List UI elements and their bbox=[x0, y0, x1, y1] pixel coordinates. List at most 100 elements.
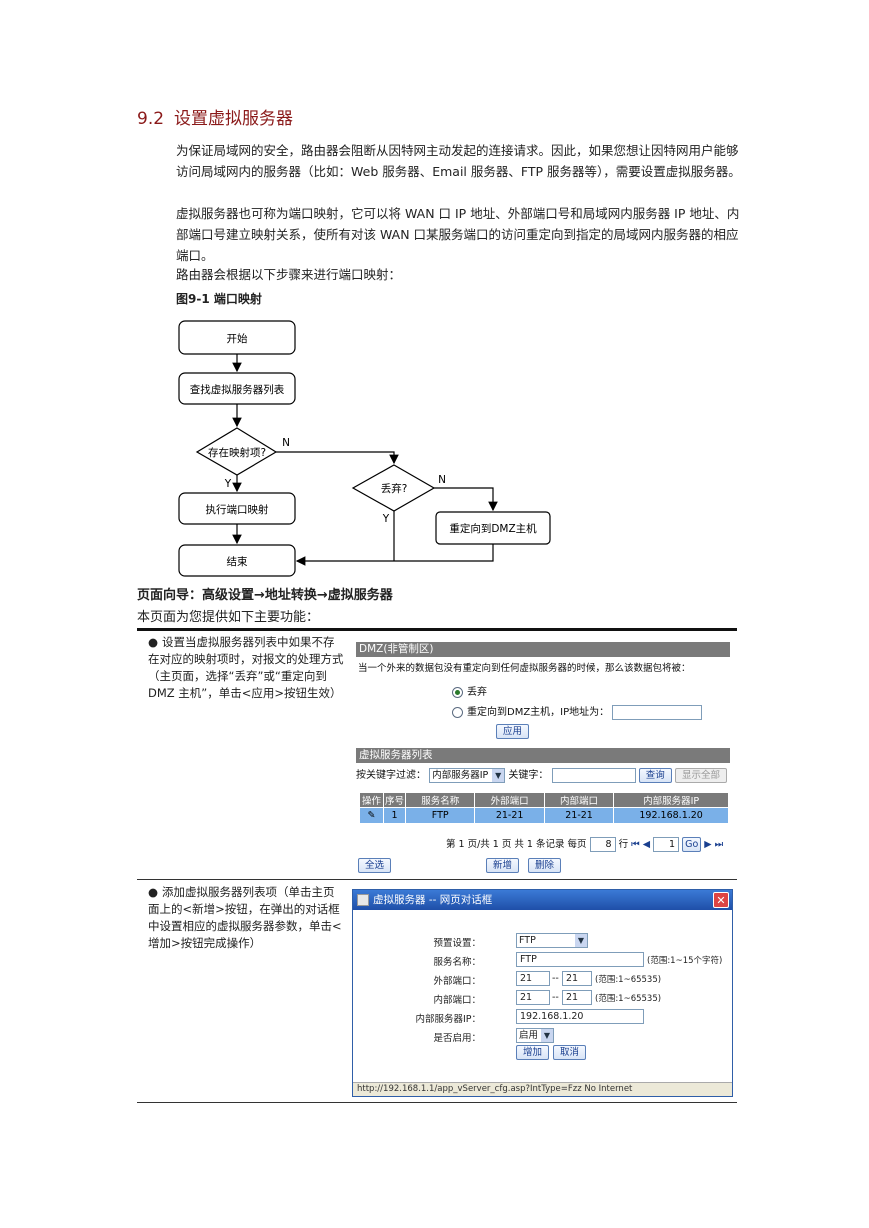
int-port-to-input[interactable]: 21 bbox=[562, 990, 592, 1005]
int-port-label: 内部端口： bbox=[433, 995, 481, 1006]
page-navigation-path: 页面向导：高级设置→地址转换→虚拟服务器 bbox=[137, 588, 393, 603]
chevron-down-icon: ▼ bbox=[492, 768, 505, 782]
query-button[interactable]: 查询 bbox=[638, 768, 672, 783]
dmz-header: DMZ(非管制区) bbox=[356, 642, 730, 657]
close-icon[interactable]: ✕ bbox=[713, 892, 729, 908]
table-top-rule bbox=[137, 628, 737, 631]
discard-radio[interactable] bbox=[452, 686, 463, 698]
filter-select-value: 内部服务器IP bbox=[432, 769, 489, 781]
show-all-button[interactable]: 显示全部 bbox=[674, 768, 727, 783]
section-title: 9.2 设置虚拟服务器 bbox=[137, 104, 293, 129]
col-seq: 序号 bbox=[383, 792, 406, 808]
flow-end-box bbox=[178, 544, 296, 577]
col-op: 操作 bbox=[359, 792, 384, 808]
dmz-description: 当一个外来的数据包没有重定向到任何虚拟服务器的时候，那么该数据包将被： bbox=[358, 663, 691, 674]
bullet-add-description: ●添加虚拟服务器列表项（单击主页面上的<新增>按钮，在弹出的对话框中设置相应的虚… bbox=[148, 884, 344, 952]
paragraph-intro: 为保证局域网的安全，路由器会阻断从因特网主动发起的连接请求。因此，如果您想让因特… bbox=[176, 143, 741, 179]
dmz-option-discard-row: 丢弃 bbox=[356, 683, 730, 699]
add-button[interactable]: 新增 bbox=[486, 858, 520, 873]
delete-button[interactable]: 删除 bbox=[528, 858, 562, 873]
int-port-from-input[interactable]: 21 bbox=[516, 990, 550, 1005]
flow-end-label: 结束 bbox=[227, 555, 248, 568]
port-mapping-flowchart: 开始 查找虚拟服务器列表 存在映射项? 执行端口映射 结束 丢弃? 重定向到DM… bbox=[178, 320, 551, 577]
ext-port-to-input[interactable]: 21 bbox=[562, 971, 592, 986]
redirect-radio[interactable] bbox=[452, 706, 463, 718]
filter-select[interactable]: 内部服务器IP▼ bbox=[429, 767, 506, 783]
col-ext: 外部端口 bbox=[474, 792, 545, 808]
edit-icon[interactable]: ✎ bbox=[359, 807, 384, 824]
service-name-label: 服务名称： bbox=[433, 957, 481, 968]
ext-port-sep: -- bbox=[552, 973, 559, 984]
preset-label: 预置设置： bbox=[433, 938, 481, 949]
vs-dialog: 虚拟服务器 -- 网页对话框 ✕ 预置设置： FTP ▼ 服务名称： FTP (范… bbox=[352, 889, 733, 1097]
int-port-hint: (范围:1~65535) bbox=[595, 994, 662, 1004]
prev-page-icon[interactable]: ◀ bbox=[642, 839, 651, 850]
flow-do-mapping-label: 执行端口映射 bbox=[206, 503, 269, 516]
row-seq: 1 bbox=[383, 807, 406, 824]
flow-discard-label: 丢弃? bbox=[381, 482, 408, 495]
dialog-add-button[interactable]: 增加 bbox=[516, 1045, 550, 1060]
dmz-panel: DMZ(非管制区) 当一个外来的数据包没有重定向到任何虚拟服务器的时候，那么该数… bbox=[356, 642, 730, 739]
keyword-input[interactable] bbox=[551, 767, 636, 783]
discard-label: 丢弃 bbox=[467, 687, 487, 698]
select-all-button[interactable]: 全选 bbox=[358, 858, 392, 873]
col-int: 内部端口 bbox=[543, 792, 615, 808]
service-name-input[interactable]: FTP bbox=[516, 952, 644, 967]
go-button[interactable]: Go bbox=[682, 837, 702, 852]
flow-no-label-1: N bbox=[282, 437, 290, 449]
vs-list-panel: 虚拟服务器列表 按关键字过滤： 内部服务器IP▼ 关键字： 查询 显示全部 操作… bbox=[356, 748, 730, 874]
window-icon bbox=[357, 894, 369, 906]
functions-intro: 本页面为您提供如下主要功能： bbox=[137, 610, 320, 625]
vs-table-header: 操作 序号 服务名称 外部端口 内部端口 内部服务器IP bbox=[359, 792, 729, 808]
row-ext: 21-21 bbox=[474, 807, 545, 824]
table-bottom-rule bbox=[137, 1102, 737, 1103]
per-page-input[interactable]: 8 bbox=[589, 837, 616, 852]
pager-text: 第 1 页/共 1 页 共 1 条记录 每页 bbox=[446, 839, 587, 850]
ext-port-from-input[interactable]: 21 bbox=[516, 971, 550, 986]
row-int: 21-21 bbox=[543, 807, 615, 824]
chevron-down-icon: ▼ bbox=[575, 934, 587, 947]
per-page-unit: 行 bbox=[618, 839, 629, 850]
dialog-titlebar: 虚拟服务器 -- 网页对话框 ✕ bbox=[353, 890, 732, 910]
section-heading: 设置虚拟服务器 bbox=[174, 109, 294, 129]
paragraph-steps: 路由器会根据以下步骤来进行端口映射： bbox=[176, 267, 402, 282]
enable-select[interactable]: 启用▼ bbox=[516, 1028, 554, 1043]
preset-select[interactable]: FTP ▼ bbox=[516, 933, 588, 948]
flow-redirect-label: 重定向到DMZ主机 bbox=[449, 522, 537, 535]
next-page-icon[interactable]: ▶ bbox=[704, 839, 712, 850]
table-row[interactable]: ✎ 1 FTP 21-21 21-21 192.168.1.20 bbox=[359, 807, 729, 824]
bullet-dmz-description: ●设置当虚拟服务器列表中如果不存在对应的映射项时，对报文的处理方式（主页面，选择… bbox=[148, 634, 344, 702]
vs-list-header: 虚拟服务器列表 bbox=[356, 748, 730, 763]
server-ip-input[interactable]: 192.168.1.20 bbox=[516, 1009, 644, 1024]
chevron-down-icon: ▼ bbox=[541, 1029, 553, 1042]
paragraph-port-mapping: 虚拟服务器也可称为端口映射，它可以将 WAN 口 IP 地址、外部端口号和局域网… bbox=[176, 206, 740, 263]
bullet-dot-2: ● bbox=[148, 885, 159, 899]
flow-has-mapping-label: 存在映射项? bbox=[208, 446, 266, 459]
last-page-icon[interactable]: ⏭ bbox=[714, 839, 724, 850]
bullet-dmz-text: 设置当虚拟服务器列表中如果不存在对应的映射项时，对报文的处理方式（主页面，选择“… bbox=[148, 635, 344, 700]
flow-arrow-redirect-end bbox=[295, 544, 494, 566]
dmz-ip-input[interactable] bbox=[612, 704, 703, 720]
apply-button[interactable]: 应用 bbox=[496, 724, 530, 739]
ext-port-hint: (范围:1~65535) bbox=[595, 975, 662, 985]
row-ip: 192.168.1.20 bbox=[613, 807, 729, 824]
first-page-icon[interactable]: ⏮ bbox=[631, 839, 640, 850]
bullet-dot: ● bbox=[148, 635, 159, 649]
service-name-hint: (范围:1~15个字符) bbox=[647, 956, 723, 966]
dialog-cancel-button[interactable]: 取消 bbox=[553, 1045, 587, 1060]
filter-label: 按关键字过滤： bbox=[356, 770, 426, 781]
flow-yes-label-2: Y bbox=[382, 513, 390, 525]
preset-value: FTP bbox=[519, 935, 536, 946]
bullet-add-text: 添加虚拟服务器列表项（单击主页面上的<新增>按钮，在弹出的对话框中设置相应的虚拟… bbox=[148, 885, 342, 950]
flow-arrow-no-redirect bbox=[434, 487, 498, 512]
vs-actions-row: 全选 新增 删除 bbox=[356, 858, 730, 874]
dmz-option-redirect-row: 重定向到DMZ主机，IP地址为： bbox=[356, 703, 730, 720]
section-number: 9.2 bbox=[137, 109, 165, 129]
enable-value: 启用 bbox=[519, 1030, 539, 1041]
vs-filter-row: 按关键字过滤： 内部服务器IP▼ 关键字： 查询 显示全部 bbox=[356, 766, 730, 784]
flow-start-label: 开始 bbox=[227, 332, 248, 345]
figure-caption: 图9-1 端口映射 bbox=[176, 292, 262, 306]
flow-no-label-2: N bbox=[438, 474, 446, 486]
dialog-title: 虚拟服务器 -- 网页对话框 bbox=[373, 894, 493, 906]
page-input[interactable]: 1 bbox=[653, 837, 680, 852]
